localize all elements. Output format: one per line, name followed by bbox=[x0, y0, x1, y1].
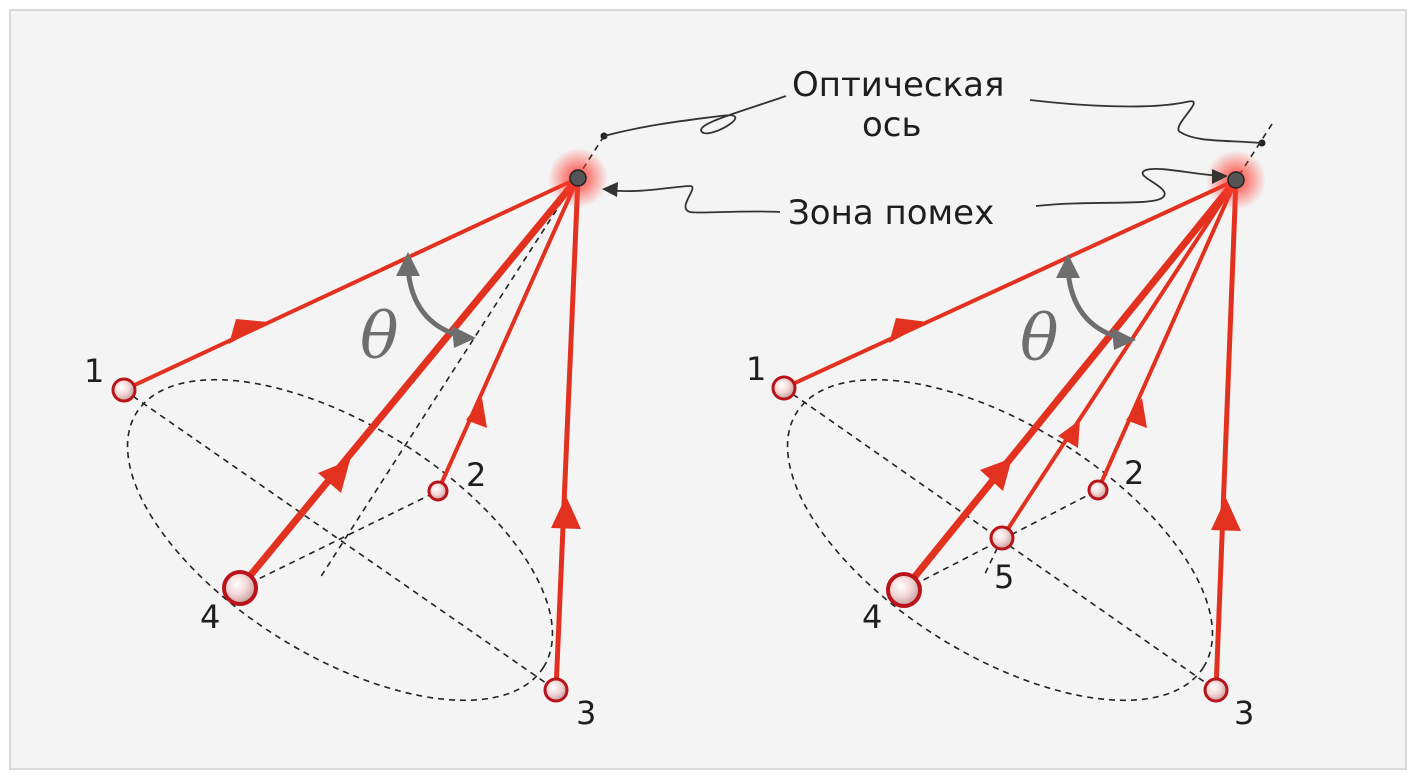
left-node-4 bbox=[222, 570, 258, 606]
left-theta-label: θ bbox=[360, 300, 399, 374]
right-label-1: 1 bbox=[746, 350, 766, 388]
right-beam-2-arrow bbox=[1126, 398, 1147, 428]
left-dashed-chord bbox=[239, 490, 439, 589]
left-label-2: 2 bbox=[466, 456, 486, 494]
right-diagram: θ 1 2 3 4 5 bbox=[746, 123, 1273, 732]
right-interference-center bbox=[1227, 171, 1245, 189]
interference-zone-label: Зона помех bbox=[788, 193, 994, 233]
left-beam-2-arrow bbox=[466, 398, 487, 428]
right-label-4: 4 bbox=[862, 598, 882, 636]
left-node-2 bbox=[427, 480, 449, 502]
right-dashed-axis-end bbox=[983, 537, 1003, 577]
left-beam-1 bbox=[122, 176, 580, 392]
left-label-3: 3 bbox=[576, 694, 596, 732]
background-frame bbox=[9, 9, 1407, 770]
right-node-1 bbox=[771, 375, 797, 401]
left-beam-4-arrow bbox=[318, 460, 350, 493]
left-cone-base-ellipse bbox=[126, 378, 554, 702]
right-beam-3-arrow bbox=[1211, 498, 1241, 531]
right-label-2: 2 bbox=[1124, 454, 1144, 492]
right-beam-1 bbox=[782, 178, 1238, 390]
right-label-3: 3 bbox=[1234, 694, 1254, 732]
optical-axis-label-line2: ось bbox=[862, 105, 922, 145]
left-beam-2 bbox=[436, 176, 580, 493]
interference-zone-leader-right bbox=[1035, 168, 1223, 207]
right-beam-4-arrow bbox=[980, 458, 1012, 491]
right-node-4 bbox=[886, 572, 922, 608]
right-theta-label: θ bbox=[1020, 302, 1059, 376]
right-beam-2 bbox=[1096, 178, 1238, 492]
callouts: Оптическая ось Зона помех bbox=[602, 65, 1263, 233]
left-beam-3-arrow bbox=[551, 496, 581, 529]
right-beam-5 bbox=[1000, 178, 1238, 540]
right-theta-arrow-up-icon bbox=[1056, 254, 1080, 278]
right-beam-3 bbox=[1213, 177, 1239, 693]
left-beam-4 bbox=[236, 174, 582, 592]
right-label-5: 5 bbox=[994, 558, 1014, 596]
left-beam-1-arrow bbox=[229, 319, 268, 344]
right-beam-1-arrow bbox=[889, 318, 928, 343]
right-node-3 bbox=[1203, 677, 1229, 703]
left-theta-arc bbox=[405, 267, 461, 339]
right-node-2 bbox=[1087, 479, 1109, 501]
right-beam-5-arrow bbox=[1058, 420, 1080, 448]
optical-axis-label-line1: Оптическая bbox=[792, 65, 1004, 105]
right-theta-arc bbox=[1065, 269, 1121, 341]
optical-axis-leader-left bbox=[603, 95, 787, 137]
left-label-4: 4 bbox=[200, 598, 220, 636]
left-node-3 bbox=[543, 677, 569, 703]
interference-zone-leader-left bbox=[607, 185, 781, 214]
left-theta-arrow-right-icon bbox=[452, 326, 476, 348]
optical-axis-leader-right bbox=[1029, 99, 1263, 144]
right-theta-arrow-right-icon bbox=[1112, 328, 1136, 350]
right-node-5 bbox=[989, 525, 1015, 551]
right-dashed-chord bbox=[903, 489, 1099, 591]
left-beam-3 bbox=[553, 175, 581, 693]
right-beam-4 bbox=[900, 176, 1240, 594]
interference-leader-right-arrow-icon bbox=[1212, 169, 1228, 184]
left-interference-center bbox=[569, 169, 587, 187]
left-theta-arrow-up-icon bbox=[396, 252, 420, 276]
right-cone-base-ellipse bbox=[786, 378, 1214, 702]
left-node-1 bbox=[111, 377, 137, 403]
interference-leader-left-arrow-icon bbox=[602, 182, 618, 197]
left-label-1: 1 bbox=[84, 352, 104, 390]
left-diagram: θ 1 2 3 4 bbox=[84, 132, 608, 732]
